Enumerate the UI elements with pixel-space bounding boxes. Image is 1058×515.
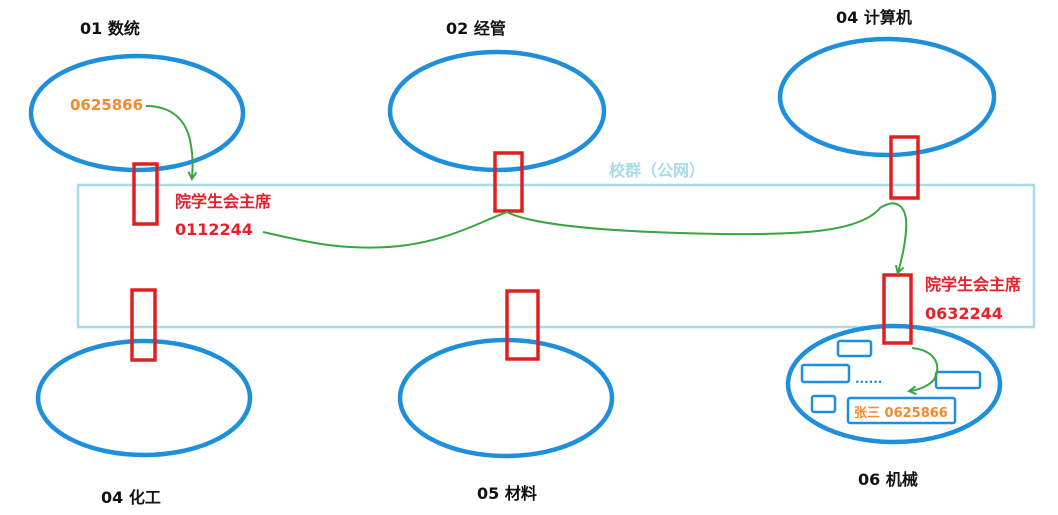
department-label: 04 化工: [101, 488, 161, 507]
ellipse-01-shutong: [28, 53, 246, 173]
ellipse-02-jingguan: [387, 49, 607, 173]
member-box-3: [934, 370, 982, 390]
department-label: 02 经管: [446, 19, 506, 38]
ellipse-06-jixie: [785, 323, 1003, 445]
node-box-05: [505, 289, 540, 361]
node-box-01: [132, 162, 159, 226]
right-chair-id: 0632244: [925, 304, 1003, 323]
department-label: 01 数统: [80, 19, 140, 38]
ellipsis-dots: ......: [855, 372, 883, 386]
arrow-right-chair-to-member: [910, 347, 939, 391]
member-box-2: [800, 363, 851, 384]
arrow-source-to-left-chair: [145, 105, 193, 178]
right-chair-title: 院学生会主席: [925, 275, 1022, 294]
member-box-4: [810, 394, 837, 414]
node-box-06: [882, 273, 913, 345]
node-box-04-computer: [889, 135, 920, 200]
node-box-04-huagong: [130, 288, 157, 362]
ellipse-04-computer: [777, 36, 997, 158]
source-id: 0625866: [70, 96, 144, 114]
member-zhangsan-label: 张三 0625866: [854, 406, 948, 421]
public-network-label: 校群（公网）: [609, 161, 706, 180]
left-chair-title: 院学生会主席: [175, 192, 272, 211]
left-chair-id: 0112244: [175, 220, 253, 239]
department-label: 06 机械: [858, 470, 918, 489]
node-box-02: [493, 151, 524, 213]
public-network-box: [76, 183, 1036, 329]
ellipse-04-huagong: [35, 338, 253, 458]
department-label: 04 计算机: [836, 8, 912, 27]
department-label: 05 材料: [477, 484, 537, 503]
member-box-zhangsan: [846, 396, 957, 425]
member-box-1: [836, 339, 873, 358]
arrow-left-chair-to-right-chair: [262, 202, 908, 272]
